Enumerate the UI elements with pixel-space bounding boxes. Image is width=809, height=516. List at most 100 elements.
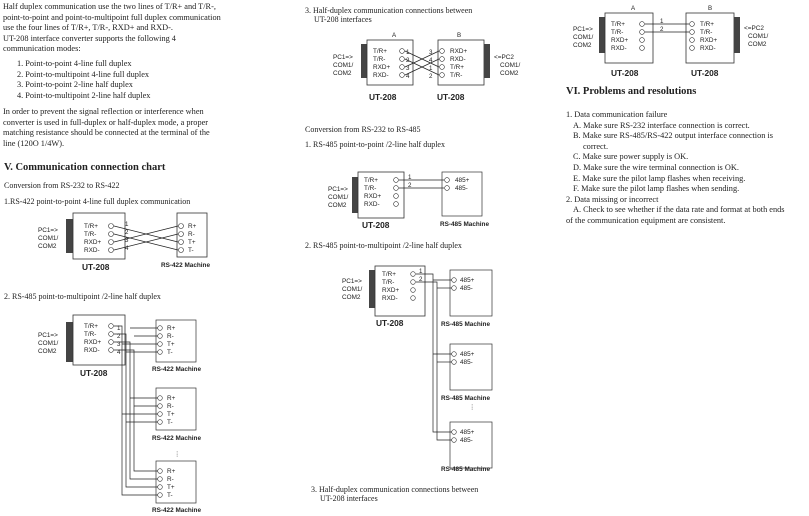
- svg-text:RXD+: RXD+: [373, 64, 390, 71]
- svg-text:2: 2: [408, 182, 412, 189]
- svg-text:R-: R-: [188, 231, 195, 238]
- svg-text:R+: R+: [167, 468, 176, 475]
- problem-item: C. Make sure power supply is OK.: [573, 152, 689, 162]
- svg-text:RXD+: RXD+: [450, 48, 467, 55]
- svg-text:R-: R-: [167, 476, 174, 483]
- intro-line: UT-208 interface converter supports the …: [3, 33, 176, 43]
- problem-item: of the communication equipment are consi…: [566, 215, 726, 225]
- svg-text:T/R+: T/R+: [450, 64, 464, 71]
- svg-text:PC1=>: PC1=>: [38, 332, 58, 339]
- svg-text:T/R-: T/R-: [84, 331, 96, 338]
- svg-text:COM1/: COM1/: [748, 33, 768, 40]
- diagram-rs485-multipoint: PC1=> COM1/ COM2 T/R+ T/R- RXD+ RXD- 1 2…: [342, 265, 493, 473]
- svg-text:T/R+: T/R+: [382, 271, 396, 278]
- svg-text:R+: R+: [167, 325, 176, 332]
- diagram-ut208-pair-2: A B PC1=> COM1/ COM2 T/R+ T/R- RXD+ RXD-…: [573, 5, 768, 78]
- svg-text:RXD-: RXD-: [84, 247, 100, 254]
- svg-text:T-: T-: [167, 349, 173, 356]
- problem-item: A. Make sure RS-232 interface connection…: [573, 120, 750, 130]
- intro-line: use the four lines of T/R+, T/R-, RXD+ a…: [3, 23, 173, 33]
- svg-text:RS-422 Machine: RS-422 Machine: [152, 435, 201, 442]
- svg-text:PC1=>: PC1=>: [342, 278, 362, 285]
- svg-text:COM2: COM2: [573, 42, 592, 49]
- svg-text:2: 2: [117, 333, 121, 340]
- section-title-v: V. Communication connection chart: [4, 162, 166, 173]
- problem-heading: 1. Data communication failure: [566, 110, 668, 119]
- svg-text:485+: 485+: [460, 351, 475, 358]
- svg-text:3: 3: [406, 65, 410, 72]
- svg-text:T/R-: T/R-: [382, 279, 394, 286]
- svg-text:1: 1: [419, 268, 423, 275]
- svg-text:UT-208: UT-208: [376, 318, 404, 328]
- svg-text:RS-422 Machine: RS-422 Machine: [152, 366, 201, 373]
- intro-line: communication modes:: [3, 44, 81, 54]
- svg-text:4: 4: [125, 245, 129, 252]
- note-line: line (120O 1/4W).: [3, 138, 65, 148]
- svg-text:3: 3: [125, 237, 129, 244]
- caption-half-duplex-b: 3. Half-duplex communication connections…: [311, 485, 479, 494]
- svg-text:T/R-: T/R-: [364, 185, 376, 192]
- svg-text:A: A: [631, 5, 636, 12]
- svg-text:T/R+: T/R+: [611, 21, 625, 28]
- diagram-rs485-p2p: PC1=> COM1/ COM2 T/R+ T/R- RXD+ RXD- 1 2…: [328, 171, 489, 230]
- caption-half-duplex-b2: UT-208 interfaces: [320, 494, 378, 503]
- svg-text:PC1=>: PC1=>: [333, 54, 353, 61]
- svg-text:B: B: [457, 32, 461, 39]
- caption-half-duplex-2: UT-208 interfaces: [314, 15, 372, 24]
- svg-text:RXD+: RXD+: [700, 37, 717, 44]
- caption-half-duplex: 3. Half-duplex communication connections…: [305, 6, 473, 15]
- svg-text:2: 2: [125, 229, 129, 236]
- svg-text:4: 4: [406, 73, 410, 80]
- svg-text:T-: T-: [167, 419, 173, 426]
- problem-item: D. Make sure the wire terminal connectio…: [573, 162, 739, 172]
- svg-text:RXD-: RXD-: [611, 45, 627, 52]
- svg-text:COM2: COM2: [748, 41, 767, 48]
- svg-text:3: 3: [429, 49, 433, 56]
- svg-text:T/R-: T/R-: [700, 29, 712, 36]
- svg-text:RS-422 Machine: RS-422 Machine: [152, 507, 201, 514]
- intro-paragraph: Half duplex communication use the two li…: [3, 2, 273, 55]
- svg-text:RXD+: RXD+: [84, 239, 101, 246]
- svg-text:UT-208: UT-208: [611, 68, 639, 78]
- mode-item: 4. Point-to-multipoint 2-line half duple…: [17, 90, 151, 100]
- note-line: matching resistance should be connected …: [3, 128, 210, 138]
- svg-text:COM2: COM2: [328, 202, 347, 209]
- svg-text:COM1/: COM1/: [333, 62, 353, 69]
- svg-text:R+: R+: [188, 223, 197, 230]
- db9-connector: [66, 219, 73, 253]
- svg-text:UT-208: UT-208: [362, 220, 390, 230]
- svg-text:R-: R-: [167, 333, 174, 340]
- svg-text:485+: 485+: [460, 277, 475, 284]
- svg-text:RXD-: RXD-: [364, 201, 380, 208]
- svg-text:2: 2: [660, 26, 664, 33]
- svg-text:RXD-: RXD-: [700, 45, 716, 52]
- caption-rs485-p2p: 1. RS-485 point-to-point /2-line half du…: [305, 140, 445, 149]
- svg-text:RXD-: RXD-: [450, 56, 466, 63]
- svg-text:T/R+: T/R+: [700, 21, 714, 28]
- mode-list: 1. Point-to-point 4-line full duplex 2. …: [17, 59, 150, 101]
- svg-text:PC1=>: PC1=>: [328, 186, 348, 193]
- mode-item: 1. Point-to-point 4-line full duplex: [17, 59, 132, 68]
- svg-text:485+: 485+: [455, 177, 470, 184]
- note-line: converter is used in full-duplex or half…: [3, 117, 209, 127]
- svg-text:COM1/: COM1/: [342, 286, 362, 293]
- svg-text:1: 1: [660, 18, 664, 25]
- svg-text:T/R+: T/R+: [364, 177, 378, 184]
- svg-text:4: 4: [429, 57, 433, 64]
- svg-text:T-: T-: [167, 492, 173, 499]
- svg-text:COM2: COM2: [342, 294, 361, 301]
- ut208-box: [72, 212, 126, 260]
- problem-item: F. Make sure the pilot lamp flashes when…: [573, 184, 740, 194]
- diagram-rs422-multipoint: PC1=> COM1/ COM2 T/R+ T/R- RXD+ RXD- 1 2…: [38, 314, 201, 514]
- svg-text:PC1=>: PC1=>: [573, 26, 593, 33]
- svg-text:T/R+: T/R+: [373, 48, 387, 55]
- svg-text:1: 1: [125, 221, 129, 228]
- svg-text:<=PC2: <=PC2: [494, 54, 514, 61]
- note-line: In order to prevent the signal reflectio…: [3, 107, 204, 116]
- problem-item: E. Make sure the pilot lamp flashes when…: [573, 173, 746, 183]
- svg-text:1: 1: [408, 174, 412, 181]
- diagram-rs422-p2p: PC1=> COM1/ COM2 T/R+ T/R- RXD+ RXD- 1 2…: [38, 212, 210, 272]
- svg-text:485+: 485+: [460, 429, 475, 436]
- svg-text:T/R+: T/R+: [84, 323, 98, 330]
- problem-item: A. Check to see whether if the data rate…: [573, 205, 785, 215]
